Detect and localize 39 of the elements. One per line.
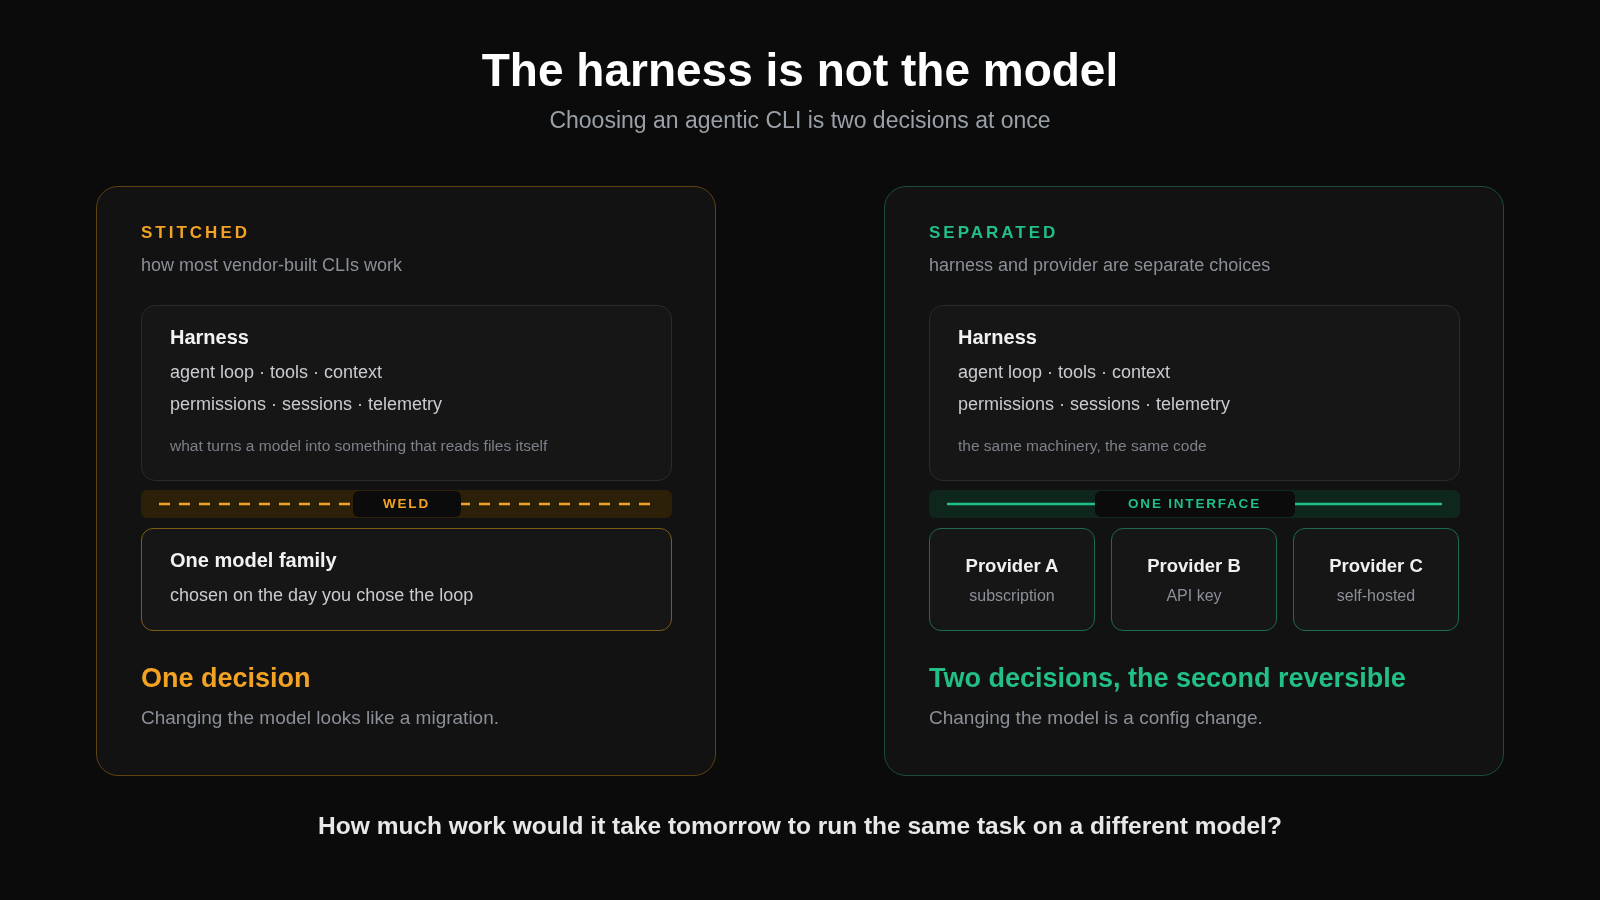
section-label: SEPARATED	[929, 222, 1059, 244]
band-label: ONE INTERFACE	[1094, 491, 1295, 517]
feature-list: permissions · sessions · telemetry	[170, 394, 443, 416]
feature-list: agent loop · tools · context	[958, 362, 1171, 384]
card-subtitle: self-hosted	[1336, 586, 1416, 606]
card-title: Provider B	[1147, 554, 1241, 578]
feature-list: permissions · sessions · telemetry	[958, 394, 1231, 416]
component-card	[929, 305, 1460, 481]
card-subtitle: chosen on the day you chose the loop	[170, 585, 474, 607]
card-title: Provider A	[965, 554, 1059, 578]
component-card	[141, 305, 672, 481]
card-title: Harness	[958, 325, 1037, 349]
outcome-heading: One decision	[141, 661, 311, 695]
card-title: Provider C	[1329, 554, 1423, 578]
card-note: what turns a model into something that reads files itself	[170, 436, 548, 456]
provider-card	[1111, 528, 1277, 631]
outcome-heading: Two decisions, the second reversible	[929, 661, 1406, 695]
page-subtitle: Choosing an agentic CLI is two decisions at once	[549, 107, 1051, 135]
panel-subtitle: how most vendor-built CLIs work	[141, 255, 403, 277]
panel-card	[884, 186, 1504, 776]
feature-list: agent loop · tools · context	[170, 362, 383, 384]
interface-band	[929, 490, 1460, 518]
provider-card	[929, 528, 1095, 631]
provider-card	[1293, 528, 1459, 631]
card-subtitle: API key	[1166, 586, 1222, 606]
card-note: the same machinery, the same code	[958, 436, 1207, 456]
outcome-note: Changing the model looks like a migration.	[141, 706, 500, 730]
closing-question: How much work would it take tomorrow to run the same task on a different model?	[318, 811, 1282, 841]
card-title: Harness	[170, 325, 249, 349]
card-subtitle: subscription	[969, 586, 1055, 606]
band-label: WELD	[352, 491, 461, 517]
page-title: The harness is not the model	[481, 43, 1119, 98]
outcome-note: Changing the model is a config change.	[929, 706, 1263, 730]
panel-card	[96, 186, 716, 776]
panel-subtitle: harness and provider are separate choices	[929, 255, 1271, 277]
card-title: One model family	[170, 548, 337, 572]
section-label: STITCHED	[141, 222, 250, 244]
weld-band	[141, 490, 672, 518]
model-card	[141, 528, 672, 631]
